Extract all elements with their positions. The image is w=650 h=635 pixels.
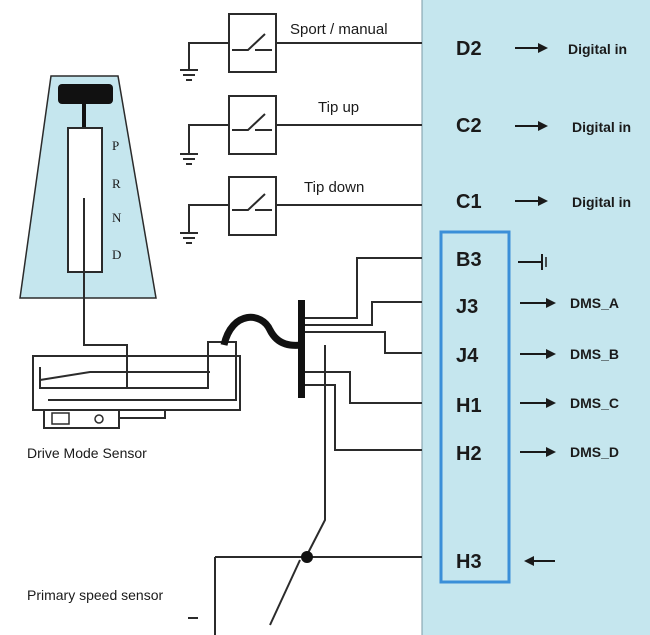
pin-c1: C1 xyxy=(456,191,482,213)
pin-j4: J4 xyxy=(456,345,479,367)
gear-r: R xyxy=(112,176,121,191)
ground-icon xyxy=(518,254,547,270)
pin-group-highlight xyxy=(439,230,511,584)
pin-c2: C2 xyxy=(456,115,482,137)
drive-mode-sensor xyxy=(32,300,305,429)
gear-selector: P R N D xyxy=(19,75,157,325)
wire-junction xyxy=(301,551,313,563)
label-drive-mode-sensor: Drive Mode Sensor xyxy=(27,445,147,461)
arrow-right-icon xyxy=(520,349,556,359)
gear-d: D xyxy=(112,247,121,262)
signal-c2: Digital in xyxy=(572,119,631,135)
connector-bar xyxy=(298,300,305,398)
signal-h1: DMS_C xyxy=(570,395,619,411)
pin-h2: H2 xyxy=(456,443,482,465)
arrow-right-icon xyxy=(520,398,556,408)
ecu-panel xyxy=(422,0,650,635)
arrow-right-icon xyxy=(520,298,556,308)
label-primary-speed-sensor: Primary speed sensor xyxy=(27,587,164,603)
arrow-right-icon xyxy=(515,121,548,131)
arrow-right-icon xyxy=(515,43,548,53)
label-sport-manual: Sport / manual xyxy=(290,21,388,38)
pin-j3: J3 xyxy=(456,296,478,318)
signal-h2: DMS_D xyxy=(570,444,619,460)
pin-b3: B3 xyxy=(456,249,482,271)
arrow-left-icon xyxy=(524,556,555,566)
gear-p: P xyxy=(112,138,119,153)
pin-d2: D2 xyxy=(456,38,482,60)
gear-lever-knob xyxy=(58,84,113,104)
tip-up-switch xyxy=(180,95,422,165)
signal-j4: DMS_B xyxy=(570,346,619,362)
signal-c1: Digital in xyxy=(572,194,631,210)
signal-arrows xyxy=(515,43,556,566)
sport-manual-switch xyxy=(180,13,422,81)
gear-n: N xyxy=(112,210,122,225)
signal-j3: DMS_A xyxy=(570,295,619,311)
label-tip-up: Tip up xyxy=(318,99,359,116)
arrow-right-icon xyxy=(520,447,556,457)
signal-d2: Digital in xyxy=(568,41,627,57)
sensor-wiring xyxy=(214,257,422,635)
arrow-right-icon xyxy=(515,196,548,206)
pin-h3: H3 xyxy=(456,551,482,573)
pin-h1: H1 xyxy=(456,395,482,417)
tip-down-switch xyxy=(180,176,422,244)
label-tip-down: Tip down xyxy=(304,179,364,196)
